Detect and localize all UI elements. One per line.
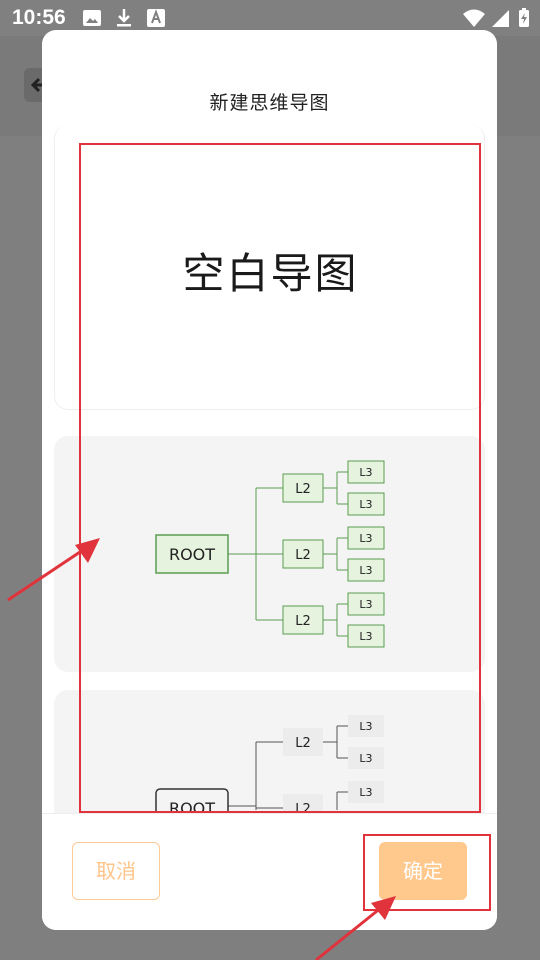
- node-l3-label: L3: [359, 598, 372, 611]
- font-icon: [147, 9, 165, 27]
- mindmap-preview-green: ROOT L2 L2 L2 L3: [155, 460, 385, 648]
- node-l3: L3: [348, 747, 384, 769]
- node-l2: L2: [283, 728, 323, 756]
- node-l2-label: L2: [295, 614, 311, 629]
- template-card-green[interactable]: ROOT L2 L2 L2 L3: [54, 436, 485, 672]
- node-l3-label: L3: [359, 498, 372, 511]
- node-l3: L3: [347, 526, 385, 550]
- node-root-label: ROOT: [169, 799, 215, 813]
- template-list[interactable]: 空白导图: [42, 125, 497, 813]
- node-l2: L2: [282, 539, 324, 569]
- node-root: ROOT: [155, 788, 229, 813]
- template-card-gray[interactable]: ROOT L2 L2 L3 L3: [54, 690, 485, 813]
- node-l2: L2: [283, 794, 323, 813]
- new-mindmap-dialog: 新建思维导图 空白导图: [42, 30, 497, 930]
- node-l2-label: L2: [295, 802, 311, 813]
- battery-charging-icon: [519, 8, 529, 27]
- node-l3-label: L3: [359, 564, 372, 577]
- node-l3-label: L3: [359, 720, 372, 733]
- ok-button[interactable]: 确定: [379, 842, 467, 900]
- node-l3: L3: [347, 558, 385, 582]
- node-l3-label: L3: [359, 466, 372, 479]
- node-l3: L3: [348, 781, 384, 803]
- cancel-button[interactable]: 取消: [72, 842, 160, 900]
- template-highlight-box: [79, 143, 481, 813]
- download-icon: [117, 9, 131, 27]
- arrow-icon: [7, 538, 100, 602]
- node-root-label: ROOT: [169, 545, 215, 564]
- node-l3: L3: [347, 624, 385, 648]
- arrow-icon: [315, 896, 396, 960]
- node-l2: L2: [282, 473, 324, 503]
- node-l3-label: L3: [359, 630, 372, 643]
- node-l3: L3: [348, 715, 384, 737]
- node-l3: L3: [347, 592, 385, 616]
- node-l2-label: L2: [295, 482, 311, 497]
- template-card-blank[interactable]: 空白导图: [54, 125, 485, 410]
- node-l3: L3: [347, 460, 385, 484]
- node-l3: L3: [347, 492, 385, 516]
- node-l3-label: L3: [359, 532, 372, 545]
- template-blank-label: 空白导图: [182, 249, 359, 298]
- node-l3-label: L3: [359, 752, 372, 765]
- status-time: 10:56: [12, 6, 66, 29]
- wifi-icon: [463, 9, 485, 27]
- dialog-title: 新建思维导图: [209, 92, 330, 114]
- node-root: ROOT: [155, 534, 229, 574]
- node-l3-label: L3: [359, 786, 372, 799]
- node-l2: L2: [282, 605, 324, 635]
- mindmap-preview-gray: ROOT L2 L2 L3 L3: [155, 715, 384, 813]
- node-l2-label: L2: [295, 736, 311, 751]
- image-icon: [83, 10, 101, 26]
- signal-icon: [492, 10, 509, 27]
- node-l2-label: L2: [295, 548, 311, 563]
- ok-highlight-box: [363, 834, 491, 911]
